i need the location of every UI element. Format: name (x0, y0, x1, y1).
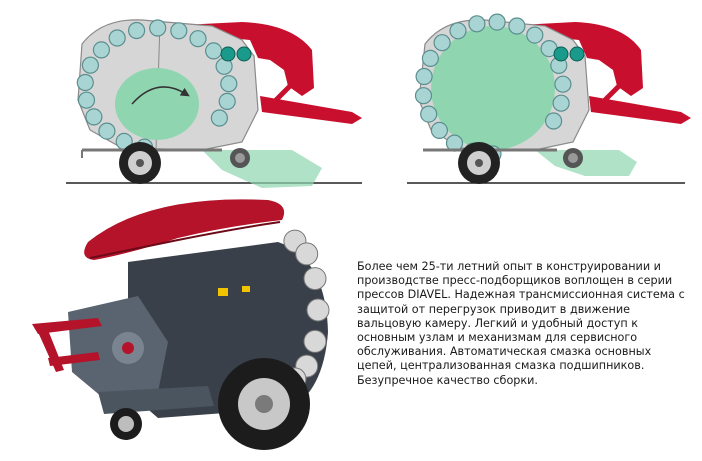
roller (205, 42, 223, 60)
roller (189, 30, 207, 48)
crop-flow (535, 150, 637, 176)
roller (508, 17, 526, 35)
pickup (98, 386, 214, 414)
roller (149, 19, 167, 37)
roller (554, 75, 572, 93)
roller (295, 242, 319, 266)
drawbar (260, 96, 362, 124)
roller (433, 34, 451, 52)
hood (465, 22, 643, 96)
drawbar (589, 96, 691, 124)
description-line: вальцовую камеру. Легкий и удобный досту… (357, 316, 639, 330)
round-baler-machine-icon (32, 199, 330, 450)
roller (170, 22, 188, 40)
roller (415, 67, 433, 86)
roller (220, 75, 238, 93)
description-line: основным узлам и механизмам для сервисно… (357, 331, 638, 345)
roller (306, 298, 330, 322)
roller (303, 267, 327, 291)
baler-cross-section-full-icon (407, 13, 691, 184)
roller (414, 87, 433, 105)
roller (552, 94, 570, 112)
roller (488, 13, 506, 31)
roller (303, 329, 327, 353)
description-line: обслуживания. Автоматическая смазка осно… (357, 345, 652, 359)
description-line: производстве пресс-подборщиков воплощен … (357, 274, 673, 288)
roller (545, 112, 563, 130)
roller (430, 121, 449, 139)
roller (468, 15, 486, 33)
product-description: Более чем 25-ти летний опыт в конструиро… (357, 260, 687, 388)
roller (77, 91, 96, 109)
bale-full (431, 26, 555, 150)
description-line: прессов DIAVEL. Надежная трансмиссионная… (357, 288, 685, 302)
roller (76, 73, 94, 92)
roller (127, 21, 146, 40)
roller (210, 109, 228, 127)
roller (421, 49, 439, 68)
roller (98, 122, 116, 140)
hood (122, 22, 314, 96)
roller (526, 26, 544, 44)
roller (449, 22, 467, 40)
roller (218, 92, 236, 111)
description-line: цепей, централизованная смазка подшипник… (357, 359, 645, 373)
description-line: Более чем 25-ти летний опыт в конструиро… (357, 260, 661, 273)
chamber-rollers (283, 229, 330, 391)
canopy (84, 199, 285, 260)
roller (108, 29, 126, 47)
roller (92, 41, 111, 59)
description-line: Безупречное качество сборки. (357, 373, 538, 387)
baler-cross-section-start-icon (66, 19, 362, 188)
bale-core (115, 68, 199, 140)
roller (420, 105, 438, 123)
roller (81, 56, 99, 74)
description-line: защитой от перегрузок приводит в движени… (357, 302, 630, 316)
roller (85, 108, 103, 126)
